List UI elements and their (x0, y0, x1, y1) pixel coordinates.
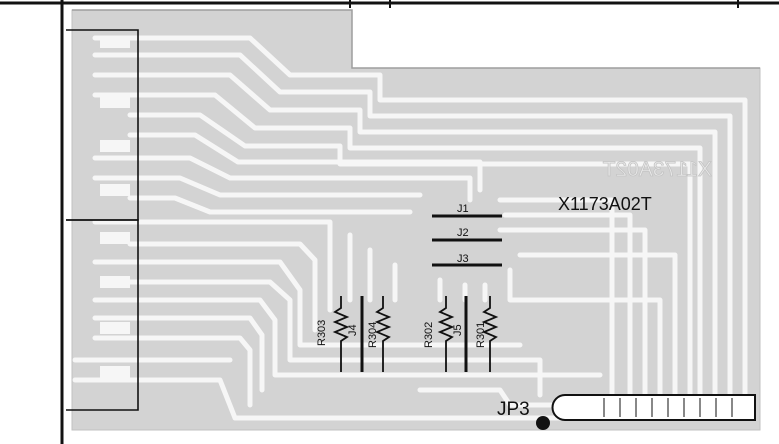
connector-label: JP3 (497, 399, 530, 420)
pin1-marker-dot (536, 416, 550, 430)
jumper-label: J2 (457, 227, 469, 239)
resistor-r301: R301 (475, 296, 499, 372)
resistor-label: R303 (316, 320, 328, 346)
jumper-label: J3 (457, 253, 469, 265)
trace-channels (72, 35, 748, 421)
resistor-label: R302 (423, 322, 435, 348)
left-edge-connector (66, 29, 139, 411)
jumper-j3: J3 (432, 253, 502, 267)
jumper-j4: J4 (347, 296, 364, 372)
resistor-label: R301 (475, 322, 487, 348)
jumper-j5: J5 (452, 296, 468, 372)
jp3-header: JP3 (497, 394, 756, 430)
resistor-label: R304 (367, 322, 379, 348)
resistor-r304: R304 (367, 296, 392, 372)
resistor-r303: R303 (316, 296, 350, 372)
part-number: X1173A02T (558, 194, 652, 214)
jumper-label: J5 (452, 324, 464, 336)
resistor-r302: R302 (423, 296, 455, 372)
jumper-label: J4 (347, 324, 359, 336)
part-number-mirrored: X1173A02T (602, 158, 712, 181)
jumper-j1: J1 (432, 203, 502, 218)
jumper-label: J1 (457, 203, 469, 215)
jumper-j2: J2 (432, 227, 502, 242)
